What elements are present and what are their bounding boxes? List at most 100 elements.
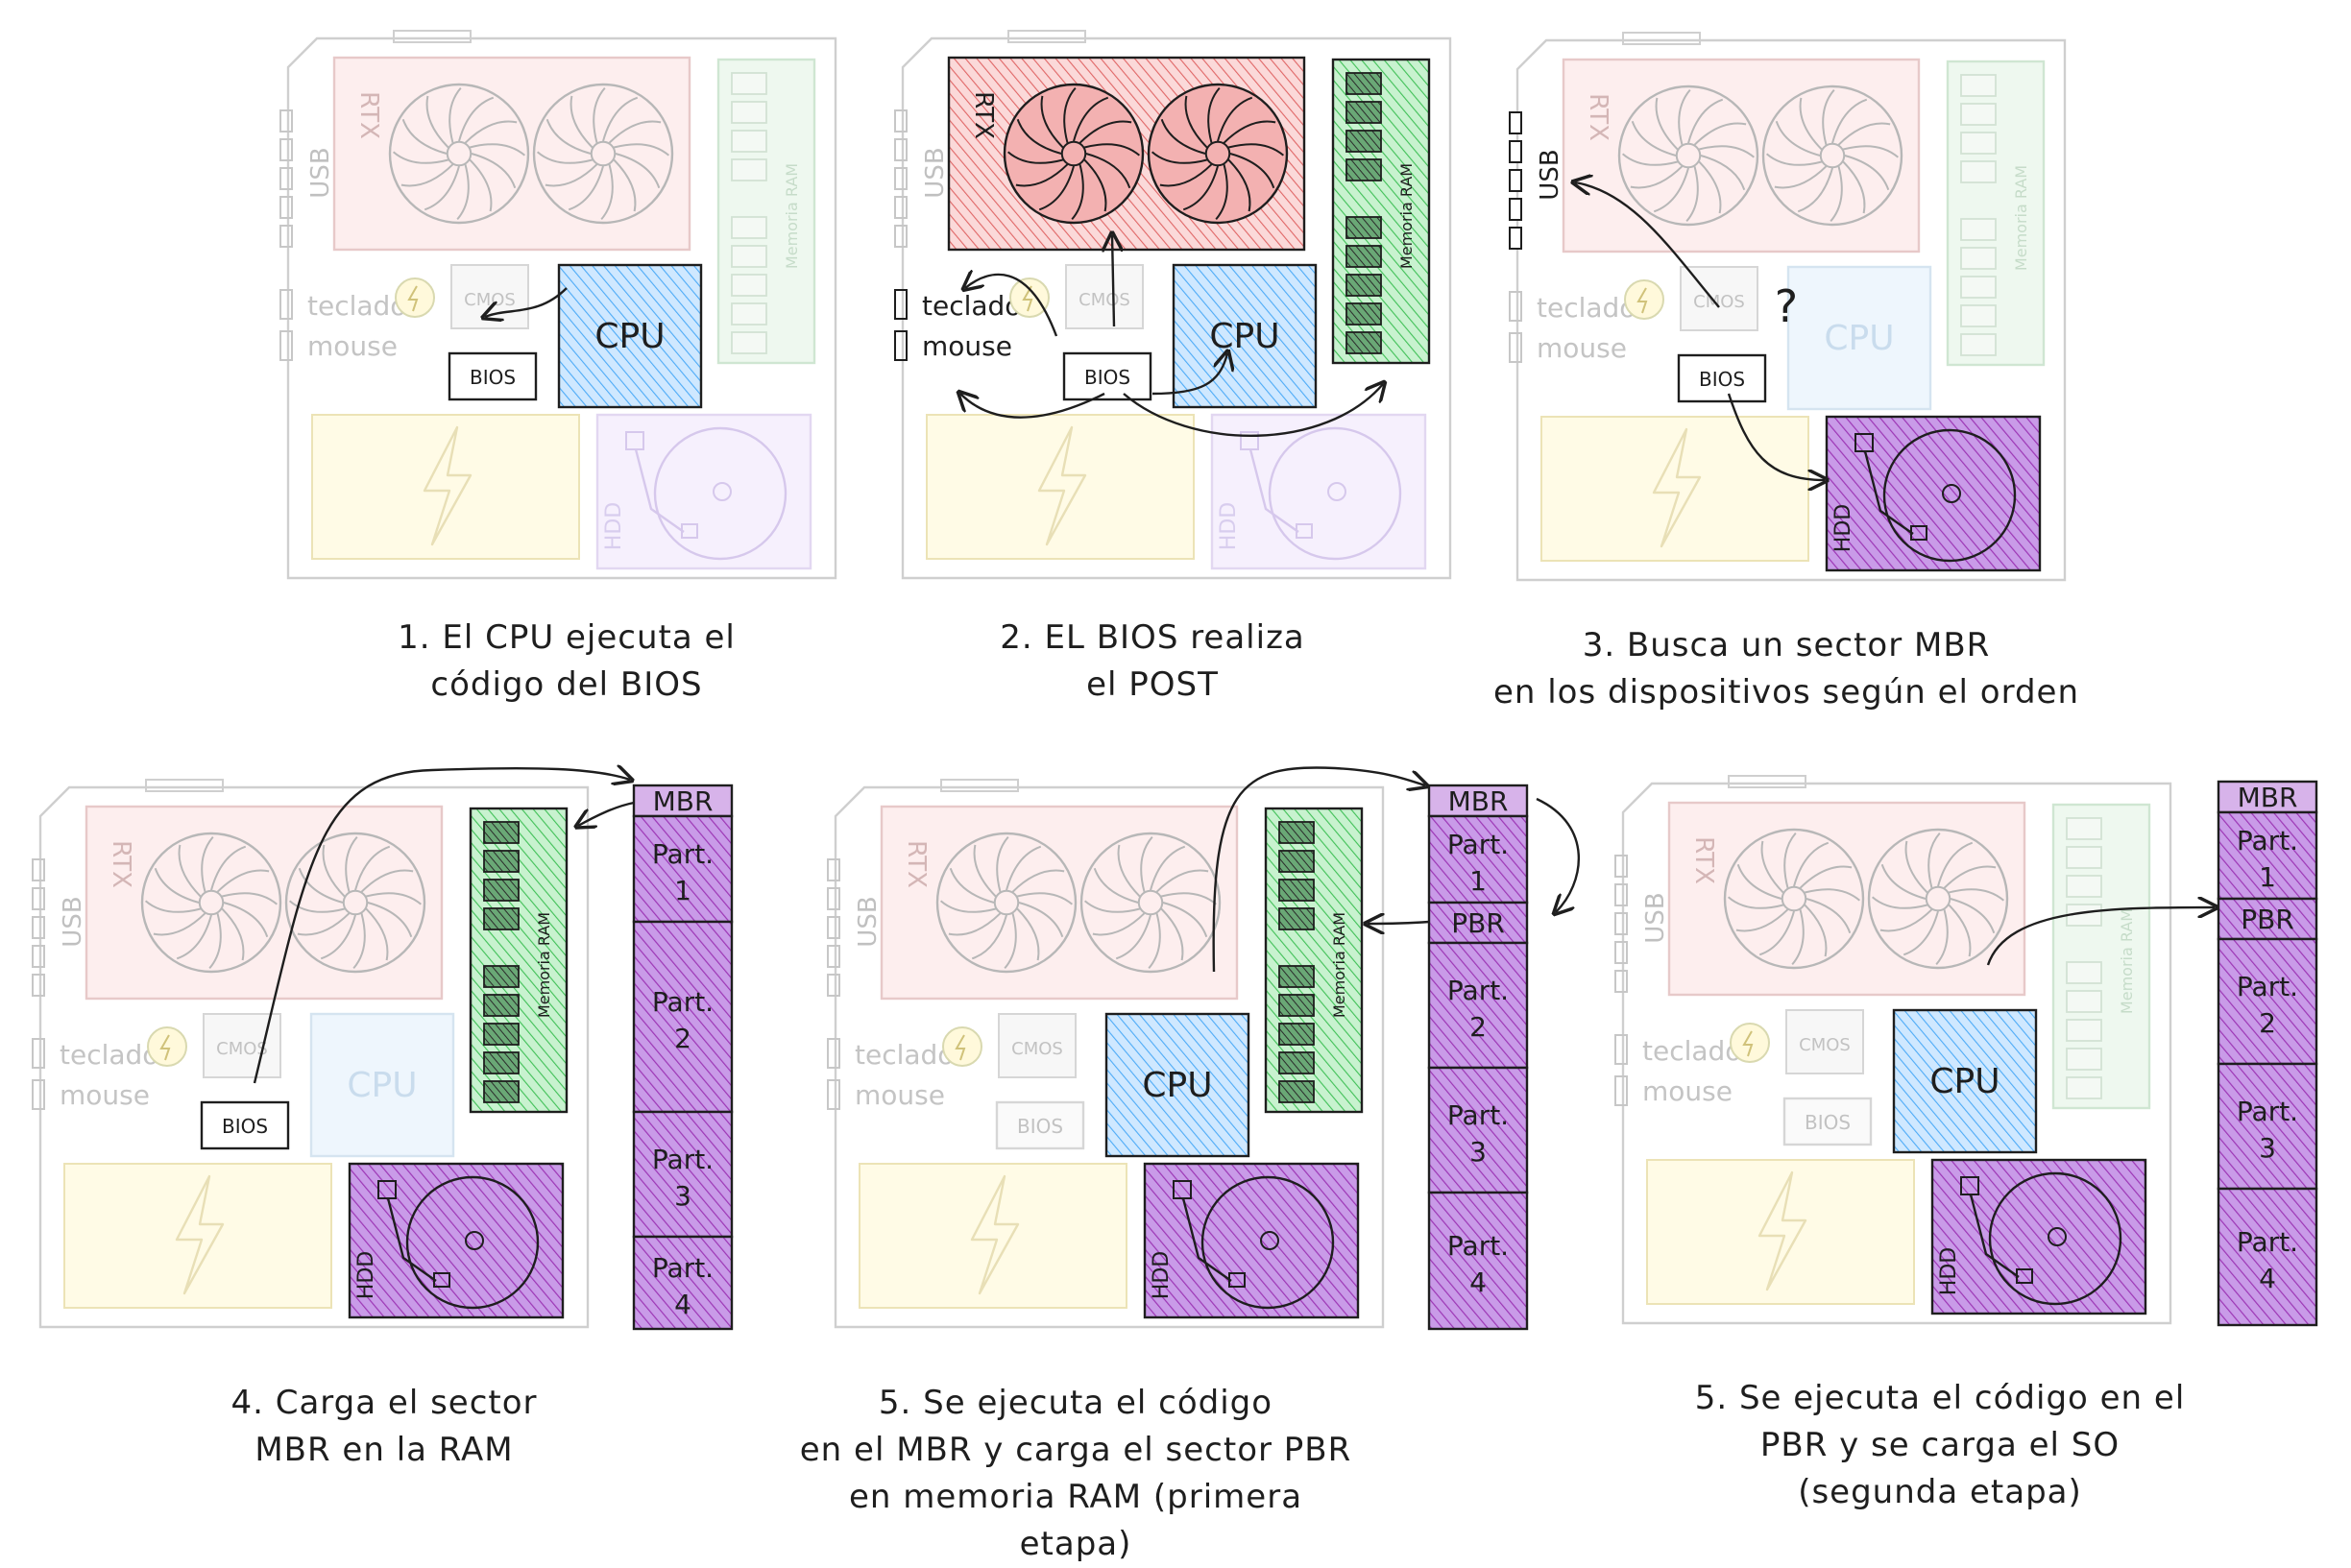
mouse-port: [827, 1079, 840, 1110]
hdd-body: [348, 1162, 565, 1319]
usb-port: [827, 974, 840, 997]
ram-chip: [1278, 1080, 1315, 1103]
usb-port: [1509, 140, 1522, 163]
ram-chip: [2066, 1076, 2102, 1099]
hdd-drive: HDD: [1930, 1158, 2147, 1315]
ram-chip: [731, 72, 767, 95]
battery-bolt-icon: [159, 1034, 171, 1061]
hdd-label: HDD: [1217, 502, 1241, 550]
lightning-icon: [423, 425, 473, 546]
battery-icon: [942, 1026, 982, 1067]
fan-icon: [140, 832, 282, 974]
ram-chip: [1345, 101, 1382, 124]
hdd-platter: [1882, 428, 2017, 563]
keyboard-port: [32, 1038, 45, 1069]
battery-bolt-icon: [1742, 1030, 1754, 1057]
keyboard-port: [279, 289, 293, 320]
cmos-chip: [1065, 264, 1144, 329]
ram-chip: [731, 331, 767, 354]
lightning-icon: [970, 1174, 1020, 1295]
ram-chip: [731, 130, 767, 153]
hdd-head: [681, 523, 698, 539]
ram-label: Memoria RAM: [783, 163, 801, 269]
mouse-label: mouse: [1537, 332, 1627, 364]
part2-label: Part.2: [652, 986, 714, 1054]
gpu-label: RTX: [107, 840, 135, 888]
hdd-spindle: [1327, 482, 1346, 501]
part3-label: Part.3: [2237, 1096, 2298, 1164]
bios-chip: [995, 1100, 1085, 1150]
part4-label: Part.4: [2237, 1226, 2298, 1294]
usb-port: [32, 945, 45, 968]
hdd-arm: [1969, 1194, 2020, 1278]
pbr-label: PBR: [1451, 907, 1505, 939]
gpu-body: [85, 805, 444, 1001]
hdd-head: [1910, 525, 1927, 541]
gpu-label: RTX: [1689, 836, 1718, 884]
psu-block: [63, 1163, 332, 1309]
pbr-label: PBR: [2241, 904, 2294, 935]
psu-block: [311, 414, 580, 560]
fan-icon: [1617, 84, 1759, 227]
hdd-label: HDD: [1150, 1251, 1174, 1299]
battery-icon: [1009, 277, 1050, 318]
lightning-icon: [1037, 425, 1087, 546]
fan-icon: [532, 83, 674, 225]
ram-chip: [483, 850, 520, 873]
ram-module: Memoria RAM: [1331, 58, 1431, 365]
hdd-drive: HDD: [1210, 413, 1427, 570]
mouse-label: mouse: [1642, 1075, 1733, 1107]
usb-port: [1509, 111, 1522, 134]
usb-port: [1614, 883, 1628, 906]
ram-chip: [731, 274, 767, 297]
hdd-pivot: [1173, 1180, 1192, 1199]
ram-chip: [1345, 130, 1382, 153]
mouse-label: mouse: [922, 330, 1012, 362]
ram-chip: [731, 245, 767, 268]
cmos-label: CMOS: [1799, 1035, 1851, 1055]
fan-icon: [284, 832, 426, 974]
cpu-label: CPU: [1209, 317, 1279, 356]
hdd-head: [433, 1272, 450, 1288]
arrow-bios-to-mbr: [253, 768, 630, 1084]
arrow-bios-to-hdd: [1727, 393, 1825, 480]
ram-chip: [1960, 247, 1997, 270]
cmos-label: CMOS: [464, 290, 516, 310]
cpu-label: CPU: [594, 317, 665, 356]
mouse-port: [32, 1079, 45, 1110]
part4-label: Part.4: [652, 1252, 714, 1320]
ram-module: Memoria RAM: [469, 807, 569, 1114]
usb-port: [32, 858, 45, 881]
ram-chip: [1278, 1023, 1315, 1046]
usb-port: [1509, 198, 1522, 221]
part2-label: Part.2: [2237, 971, 2298, 1039]
ram-chip: [2066, 990, 2102, 1013]
arrow-cpu-to-mbr: [1212, 766, 1425, 973]
ram-chip: [1278, 850, 1315, 873]
hdd-arm: [386, 1197, 437, 1282]
keyboard-label: teclado: [1642, 1035, 1741, 1067]
bios-label: BIOS: [1805, 1111, 1851, 1134]
hdd-head: [2016, 1268, 2033, 1284]
hdd-arm: [1863, 450, 1914, 535]
hdd-arm: [1248, 448, 1299, 533]
bios-label: BIOS: [1017, 1115, 1063, 1138]
ram-chip: [483, 994, 520, 1017]
hdd-body: [1210, 413, 1427, 570]
hdd-body: [595, 413, 812, 570]
hdd-arm: [1181, 1197, 1232, 1282]
bios-label: BIOS: [470, 366, 516, 389]
hdd-label: HDD: [602, 502, 626, 550]
ram-chip: [731, 101, 767, 124]
psu-block: [1646, 1159, 1915, 1305]
usb-port: [1509, 169, 1522, 192]
cpu-label: CPU: [347, 1066, 417, 1105]
ram-module: Memoria RAM: [1264, 807, 1364, 1114]
board-connector: [1728, 775, 1806, 788]
usb-port: [279, 225, 293, 248]
